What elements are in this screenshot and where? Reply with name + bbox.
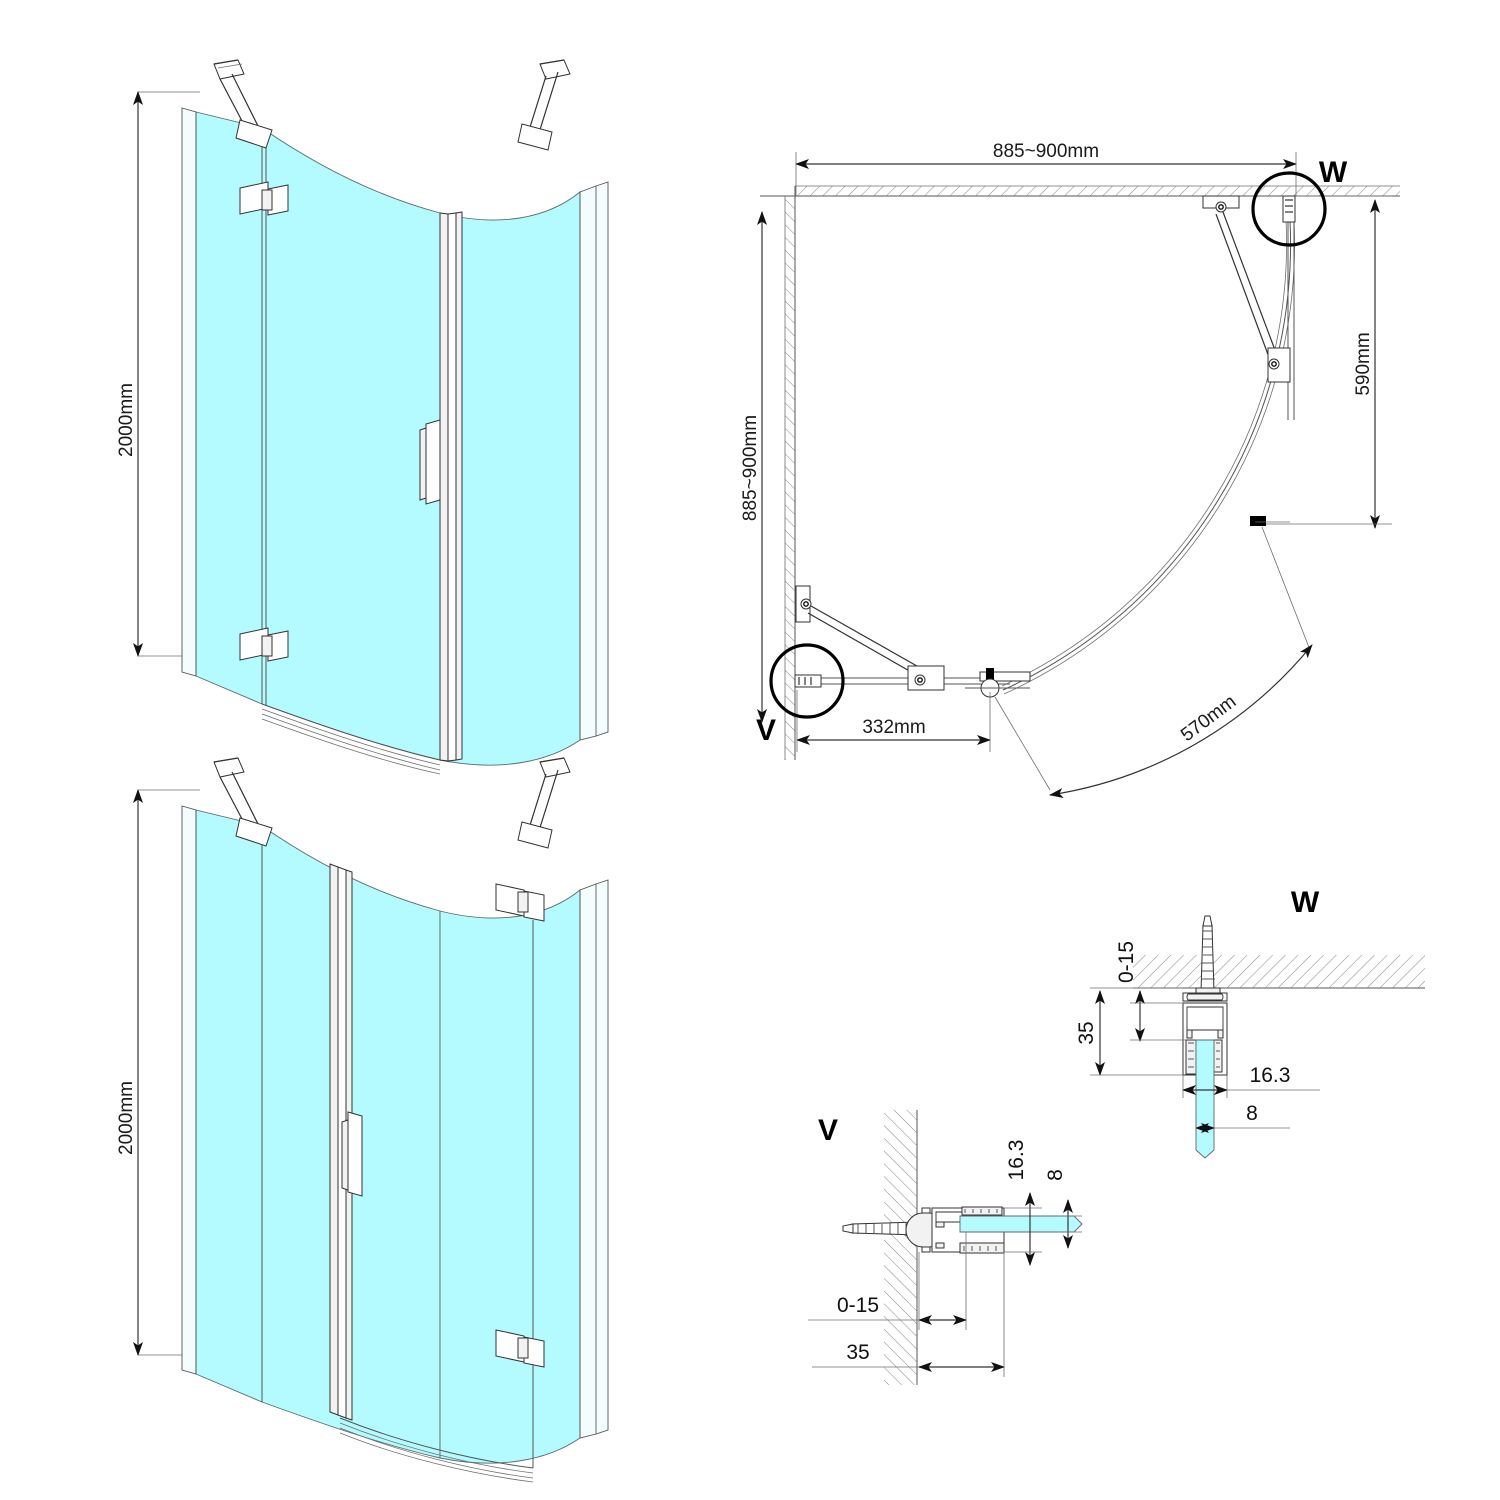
detail-w-dim-0-15: 0-15 <box>1115 941 1186 1042</box>
detail-w-35-label: 35 <box>1075 1021 1098 1044</box>
plan-width-label: 885~900mm <box>993 141 1099 162</box>
iso-bottom-door-leaf <box>439 889 581 1464</box>
iso-bottom-height-label: 2000mm <box>116 1081 137 1155</box>
plan-arc-label: 570mm <box>1177 691 1240 746</box>
iso-bottom-stay-bar-right[interactable] <box>517 757 571 849</box>
iso-bottom-hinge-upper[interactable] <box>495 883 545 922</box>
detail-w-dim-8: 8 <box>1195 1102 1290 1136</box>
plan-fixed-panel-dimension: 332mm <box>796 690 991 752</box>
iso-bottom-left-panel <box>181 805 263 1403</box>
iso-view-top: 2000mm <box>116 59 609 775</box>
detail-w-8-label: 8 <box>1246 1102 1258 1125</box>
iso-top-hinge-upper[interactable] <box>239 181 289 216</box>
plan-stay-bar-bottom[interactable] <box>795 585 945 691</box>
detail-w-16-3-label: 16.3 <box>1250 1064 1291 1087</box>
plan-right-fixed-panel <box>1287 196 1295 420</box>
detail-v-dim-0-15: 0-15 <box>808 1232 967 1330</box>
detail-v-dim-16-3: 16.3 <box>1004 1140 1042 1266</box>
plan-door-opening-label: 590mm <box>1353 332 1374 395</box>
plan-detail-balloon-v[interactable]: V <box>756 643 845 747</box>
plan-depth-dimension: 885~900mm <box>740 211 767 723</box>
plan-stay-bar-top[interactable] <box>1202 195 1291 383</box>
detail-w: W <box>1075 886 1425 1159</box>
detail-v-dim-35: 35 <box>812 1252 1005 1377</box>
iso-top-stay-bar-right[interactable] <box>517 59 571 151</box>
iso-bottom-bottom-rail <box>339 1417 534 1483</box>
plan-arc-dimension: 570mm <box>1049 644 1313 798</box>
plan-curved-glass <box>1001 219 1295 695</box>
detail-v-8-label: 8 <box>1044 1169 1067 1181</box>
detail-w-0-15-label: 0-15 <box>1115 941 1138 983</box>
detail-w-wall-plug <box>1195 915 1221 996</box>
plan-top-wall <box>760 185 1400 197</box>
plan-detail-w-label: W <box>1319 156 1348 189</box>
iso-view-bottom: 2000mm <box>116 757 609 1483</box>
detail-w-profile <box>1182 992 1228 1076</box>
plan-wall-bracket-top <box>1282 195 1296 223</box>
detail-v-35-label: 35 <box>846 1341 869 1364</box>
detail-v-0-15-label: 0-15 <box>837 1294 879 1317</box>
plan-door-opening-dimension: 590mm <box>1266 195 1392 529</box>
plan-detail-balloon-w[interactable]: W <box>1251 156 1348 247</box>
plan-detail-v-label: V <box>756 714 776 747</box>
detail-w-dim-16-3: 16.3 <box>1182 1064 1320 1098</box>
plan-depth-label: 885~900mm <box>740 415 761 521</box>
detail-w-wall <box>1133 955 1425 989</box>
iso-top-left-panel <box>181 107 263 705</box>
iso-top-bottom-rail <box>261 703 441 775</box>
detail-v-16-3-label: 16.3 <box>1005 1140 1028 1181</box>
plan-wall-bracket-left <box>794 674 822 688</box>
plan-door-pivot[interactable] <box>965 668 1031 698</box>
detail-w-glass <box>1195 1039 1215 1159</box>
iso-top-mullion <box>439 211 463 762</box>
iso-top-right-panel <box>579 181 609 741</box>
detail-v-dim-8: 8 <box>1044 1169 1082 1249</box>
plan-left-wall <box>784 186 796 760</box>
iso-bottom-right-panel <box>579 879 609 1439</box>
plan-fixed-panel-label: 332mm <box>862 717 925 738</box>
iso-bottom-mullion <box>329 863 353 1421</box>
iso-top-hinge-lower[interactable] <box>239 627 289 662</box>
iso-top-door-handle[interactable] <box>419 419 441 505</box>
iso-top-height-label: 2000mm <box>116 383 137 457</box>
plan-arc-hinge[interactable] <box>1250 516 1290 526</box>
detail-w-dim-35: 35 <box>1075 987 1183 1076</box>
iso-bottom-stay-bar-left[interactable] <box>213 757 273 847</box>
detail-w-label: W <box>1291 886 1320 919</box>
iso-top-stay-bar-left[interactable] <box>213 59 273 149</box>
height-dimension-top: 2000mm <box>116 91 200 657</box>
plan-view: 885~900mm 885~900mm <box>740 141 1400 798</box>
plan-bottom-fixed-panel <box>795 677 1010 685</box>
iso-bottom-door-handle[interactable] <box>341 1111 363 1197</box>
height-dimension-bottom: 2000mm <box>116 789 200 1356</box>
detail-v-glass <box>959 1215 1083 1233</box>
iso-top-door-leaf <box>261 127 441 761</box>
iso-bottom-hinge-lower[interactable] <box>495 1329 545 1368</box>
detail-v-wall <box>884 1110 918 1385</box>
detail-v: V <box>808 1110 1083 1385</box>
detail-v-label: V <box>818 1114 838 1147</box>
